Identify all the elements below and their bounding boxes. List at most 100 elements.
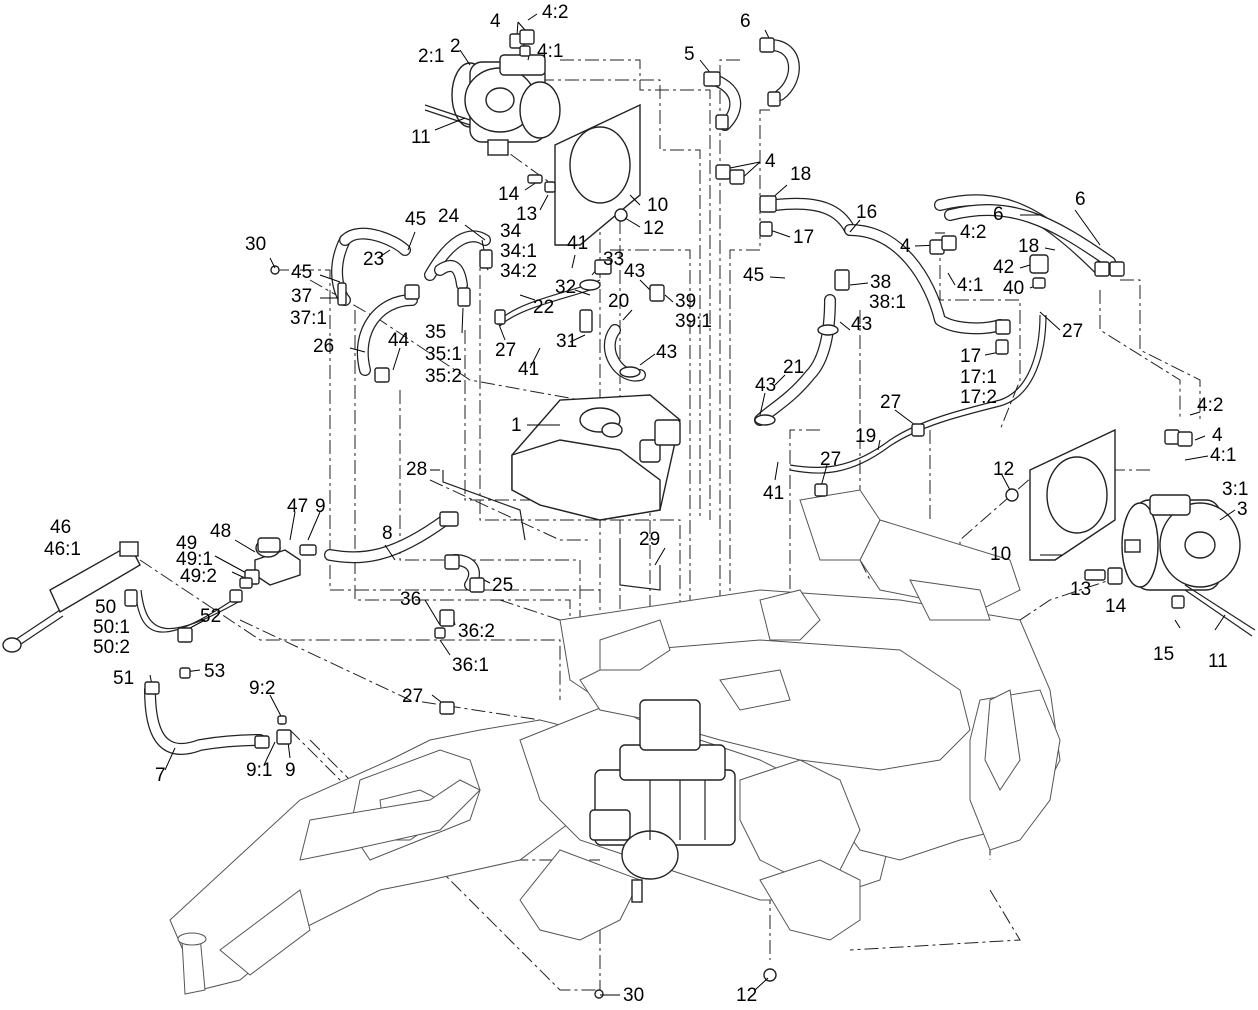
callout-33: 33: [603, 249, 625, 270]
chassis-frame: [169, 489, 1061, 995]
callout-36: 36: [400, 589, 422, 610]
tubes: [134, 279, 1047, 633]
callout-49-2: 49:2: [180, 566, 217, 587]
callout-27: 27: [402, 686, 424, 707]
callout-10: 10: [647, 195, 669, 216]
cylinder-46: [2, 541, 141, 653]
tank-1: [511, 394, 681, 521]
callout-29: 29: [639, 529, 661, 550]
callout-4-1: 4:1: [1210, 445, 1237, 466]
callout-6: 6: [740, 11, 751, 32]
callout-13: 13: [1070, 579, 1092, 600]
callout-38: 38: [870, 272, 892, 293]
callout-4-2: 4:2: [1197, 395, 1224, 416]
callout-9-2: 9:2: [249, 678, 276, 699]
callout-3-1: 3:1: [1222, 479, 1249, 500]
callout-30: 30: [623, 985, 645, 1006]
callout-43: 43: [656, 342, 678, 363]
callout-35-2: 35:2: [425, 366, 462, 387]
callout-18: 18: [790, 164, 812, 185]
callout-49-1: 49:1: [176, 549, 213, 570]
callout-43: 43: [755, 375, 777, 396]
valve-block-47: [254, 537, 301, 586]
callout-9-1: 9:1: [246, 760, 273, 781]
callout-16: 16: [856, 202, 878, 223]
callout-11: 11: [1208, 651, 1228, 672]
callout-4-1: 4:1: [957, 275, 984, 296]
callout-27: 27: [1062, 321, 1084, 342]
callout-5: 5: [684, 44, 695, 65]
callout-27: 27: [820, 449, 842, 470]
callout-12: 12: [993, 459, 1015, 480]
callout-41: 41: [518, 359, 540, 380]
callout-45: 45: [743, 265, 765, 286]
callout-leaders: [129, 13, 1236, 996]
callout-14: 14: [1105, 596, 1127, 617]
callout-25: 25: [492, 575, 514, 596]
callout-43: 43: [851, 314, 873, 335]
callout-1: 1: [511, 415, 522, 436]
callout-6: 6: [1075, 189, 1086, 210]
callout-17: 17: [793, 227, 815, 248]
callout-18: 18: [1018, 236, 1040, 257]
callout-4-2: 4:2: [960, 222, 987, 243]
callout-2-1: 2:1: [418, 46, 445, 67]
callout-27: 27: [495, 340, 517, 361]
callout-42: 42: [993, 257, 1015, 278]
callout-12: 12: [736, 985, 758, 1006]
callout-22: 22: [533, 297, 555, 318]
callout-26: 26: [313, 336, 335, 357]
callout-41: 41: [763, 483, 785, 504]
callout-40: 40: [1003, 278, 1025, 299]
motor-right-3: [1121, 494, 1256, 637]
callout-34-1: 34:1: [500, 241, 537, 262]
callout-23: 23: [363, 249, 385, 270]
callout-24: 24: [438, 206, 460, 227]
callout-39: 39: [675, 291, 697, 312]
callout-4-1: 4:1: [537, 41, 564, 62]
callout-46: 46: [50, 517, 72, 538]
callout-30: 30: [245, 234, 267, 255]
callout-52: 52: [200, 606, 222, 627]
callout-39-1: 39:1: [675, 311, 712, 332]
callout-53: 53: [204, 661, 226, 682]
fittings: [124, 29, 1193, 749]
callout-50-1: 50:1: [93, 617, 130, 638]
callout-21: 21: [783, 357, 805, 378]
callout-4: 4: [1212, 425, 1223, 446]
callout-50: 50: [95, 597, 117, 618]
callout-49: 49: [176, 533, 198, 554]
callout-51: 51: [113, 668, 135, 689]
central-pump-assembly: [589, 699, 736, 903]
callout-36-2: 36:2: [458, 621, 495, 642]
callout-9: 9: [285, 760, 296, 781]
callout-27: 27: [880, 392, 902, 413]
callout-4: 4: [765, 151, 776, 172]
callout-11: 11: [411, 127, 431, 148]
callout-41: 41: [567, 233, 589, 254]
callout-35: 35: [425, 322, 447, 343]
callout-17-2: 17:2: [960, 387, 997, 408]
callout-3: 3: [1237, 499, 1248, 520]
callout-37: 37: [291, 286, 313, 307]
callout-6: 6: [993, 204, 1004, 225]
callout-47: 47: [287, 496, 309, 517]
callout-13: 13: [516, 204, 538, 225]
callout-32: 32: [555, 277, 577, 298]
callout-7: 7: [155, 765, 166, 786]
callout-15: 15: [1153, 644, 1175, 665]
callout-9: 9: [315, 496, 326, 517]
callout-4: 4: [490, 11, 501, 32]
callout-12: 12: [643, 218, 665, 239]
callout-34: 34: [500, 221, 522, 242]
callout-2: 2: [450, 36, 461, 57]
callout-48: 48: [210, 521, 232, 542]
callout-38-1: 38:1: [869, 292, 906, 313]
callout-8: 8: [382, 523, 393, 544]
callout-10: 10: [990, 544, 1012, 565]
callout-14: 14: [498, 184, 520, 205]
callout-31: 31: [556, 331, 578, 352]
callout-34-2: 34:2: [500, 261, 537, 282]
callout-43: 43: [624, 261, 646, 282]
